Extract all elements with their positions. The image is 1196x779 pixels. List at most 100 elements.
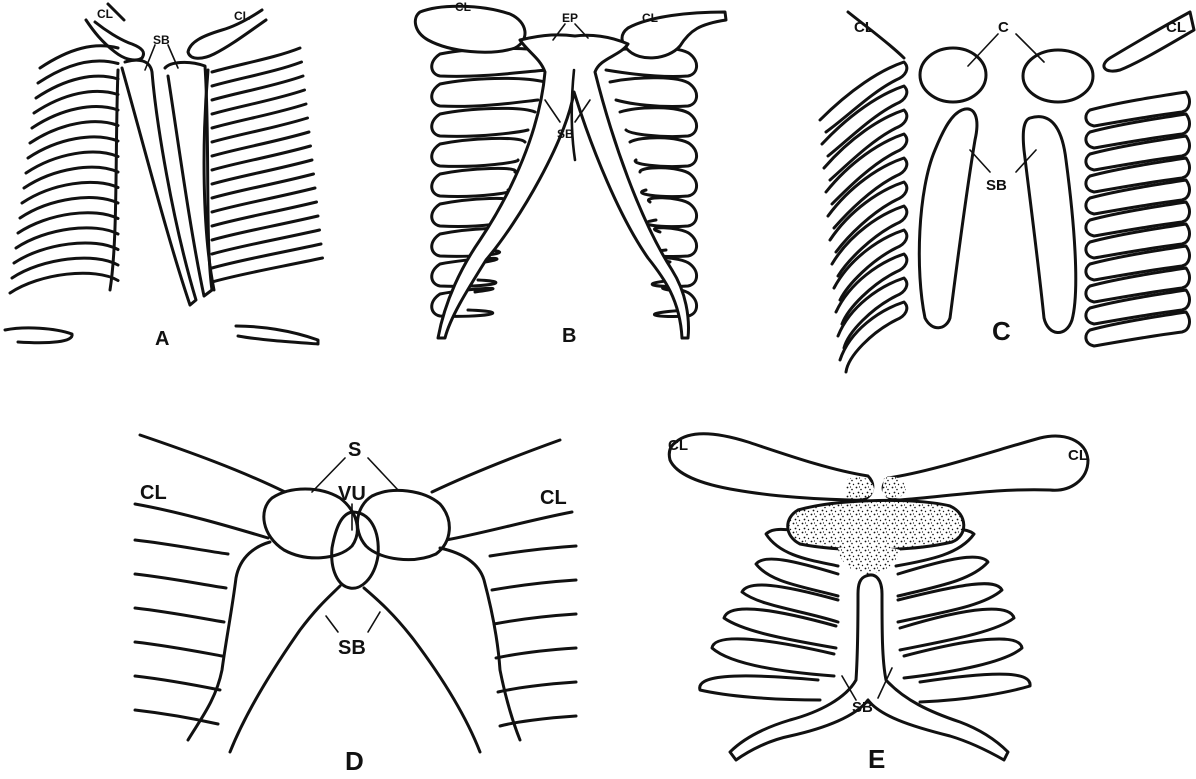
panel-c-rib-left (822, 108, 909, 182)
panel-a-rib-right (210, 46, 302, 74)
panel-a-rib-left (20, 180, 120, 205)
panel-b-episternum-sternum (436, 33, 690, 340)
panel-c-clavicle-right (1102, 10, 1196, 73)
panel-a-rib-right (210, 172, 315, 200)
panel-c-clavicle-left (846, 10, 906, 60)
panel-a-rib-right (210, 60, 303, 88)
panel-a-sternal-band-left-edge (108, 68, 120, 292)
panel-c-label-cl-left: CL (854, 19, 874, 36)
panel-c-rib-right (1084, 178, 1191, 216)
panel-b-label-cl-right: CL (642, 11, 658, 25)
panel-a-rib-left (8, 271, 120, 295)
panel-a-rib-right (210, 200, 318, 228)
panel-d-clavicle-right (430, 438, 562, 494)
panel-e-cartilage-left (846, 476, 874, 499)
panel-d-label-sb: SB (338, 637, 366, 659)
panel-b-rib-right (638, 166, 698, 199)
panel-a-rib-right (210, 116, 309, 144)
panel-c-rib-right (1084, 288, 1191, 326)
panel-a-sb-pointer (144, 44, 179, 71)
panel-e-label-cl-left: CL (668, 437, 688, 454)
panel-e-rib-left (710, 637, 836, 678)
panel-a-rib-left (10, 256, 120, 280)
panel-b: CL CL EP SB B (413, 0, 728, 347)
panel-a-rib-left (26, 135, 120, 160)
panel-c-rib-right (1084, 310, 1191, 348)
panel-a-rib-right (210, 130, 311, 158)
panel-c-label-c: C (998, 19, 1009, 36)
panel-c-rib-left (820, 84, 909, 158)
panel-d: CL CL S VU SB D (133, 433, 578, 776)
panel-c: CL CL C SB C (818, 10, 1196, 374)
panel-b-sb-pointer (544, 99, 591, 123)
panel-a: CL CL SB A (3, 2, 324, 350)
panel-d-sternal-band-right (362, 586, 482, 754)
panel-d-ribs (133, 538, 578, 728)
panel-d-capsule-right (355, 489, 451, 561)
panel-b-letter: B (562, 325, 576, 347)
panel-a-rib-right (210, 158, 314, 186)
panel-d-clavicle-left (138, 433, 287, 494)
panel-e-manubrium (786, 498, 966, 552)
panel-c-rib-right (1084, 266, 1191, 304)
panel-a-rib-right (210, 186, 317, 214)
panel-d-left-costal-edge (186, 540, 272, 742)
panel-a-rib-right (210, 228, 321, 256)
panel-d-s-pointer (311, 457, 399, 493)
panel-d-rib-right (498, 714, 578, 728)
panel-a-rib-right (210, 74, 305, 102)
panel-b-ep-pointer (552, 23, 589, 41)
panel-a-clavicle-left-top (106, 2, 126, 22)
panel-c-rib-left (830, 204, 909, 278)
panel-a-clavicle-left (84, 18, 146, 62)
panel-a-rib-left (32, 89, 120, 115)
panel-c-rib-right (1084, 90, 1191, 128)
panel-b-clavicle-right (620, 10, 728, 60)
panel-e-rib-right (896, 582, 1004, 624)
panel-c-rib-left (834, 252, 909, 326)
panel-b-rib-left (430, 166, 517, 198)
panel-d-rib-right (492, 612, 578, 626)
panel-a-rib-left (28, 120, 120, 145)
panel-c-rib-left (832, 228, 909, 302)
panel-b-rib-right (644, 196, 698, 229)
panel-e-clavicle-right (881, 434, 1090, 502)
panel-a-rib-left (34, 74, 120, 100)
panel-e-rib-left (722, 607, 838, 650)
panel-c-rib-left (828, 180, 909, 254)
panel-a-ribs (3, 44, 324, 346)
panel-a-rib-left (14, 226, 120, 250)
panel-c-rib-left (838, 300, 909, 374)
panel-b-rib-left (430, 76, 547, 108)
panel-a-rib-left (36, 59, 120, 85)
panel-e-label-sb: SB (852, 699, 873, 716)
panel-c-rib-right (1084, 156, 1191, 194)
panel-a-label-cl-left: CL (97, 7, 113, 21)
panel-b-rib-left (430, 106, 537, 138)
panel-d-rib-left (133, 572, 228, 590)
panel-b-rib-right (653, 286, 698, 319)
panel-a-label-sb: SB (153, 33, 170, 47)
panel-e-rib-left (754, 557, 840, 598)
panel-a-rib-left (18, 196, 120, 220)
panel-e-rib-right (918, 672, 1032, 704)
panel-b-clavicle-left (413, 4, 527, 54)
panel-a-rib-left (24, 150, 120, 175)
panel-a-rib-left (30, 105, 120, 130)
panel-e-letter: E (868, 744, 885, 774)
panel-d-rib-left (133, 606, 226, 624)
panel-b-rib-right (608, 76, 698, 109)
panel-a-rib-left (22, 165, 120, 190)
panel-a-rib-left (12, 241, 120, 265)
panel-c-rib-right (1084, 200, 1191, 238)
panel-e-label-cl-right: CL (1068, 447, 1088, 464)
panel-c-rib-left (824, 132, 909, 206)
panel-c-sb-pointer (969, 149, 1037, 173)
panel-c-clavicular-cartilage-right (1021, 48, 1095, 104)
panel-c-rib-right (1084, 112, 1191, 150)
panel-c-clavicular-cartilage-left (918, 46, 988, 104)
panel-d-sb-pointer (325, 611, 381, 633)
panel-a-sternal-band-right-edge (202, 68, 216, 292)
panel-d-label-s: S (348, 439, 361, 461)
